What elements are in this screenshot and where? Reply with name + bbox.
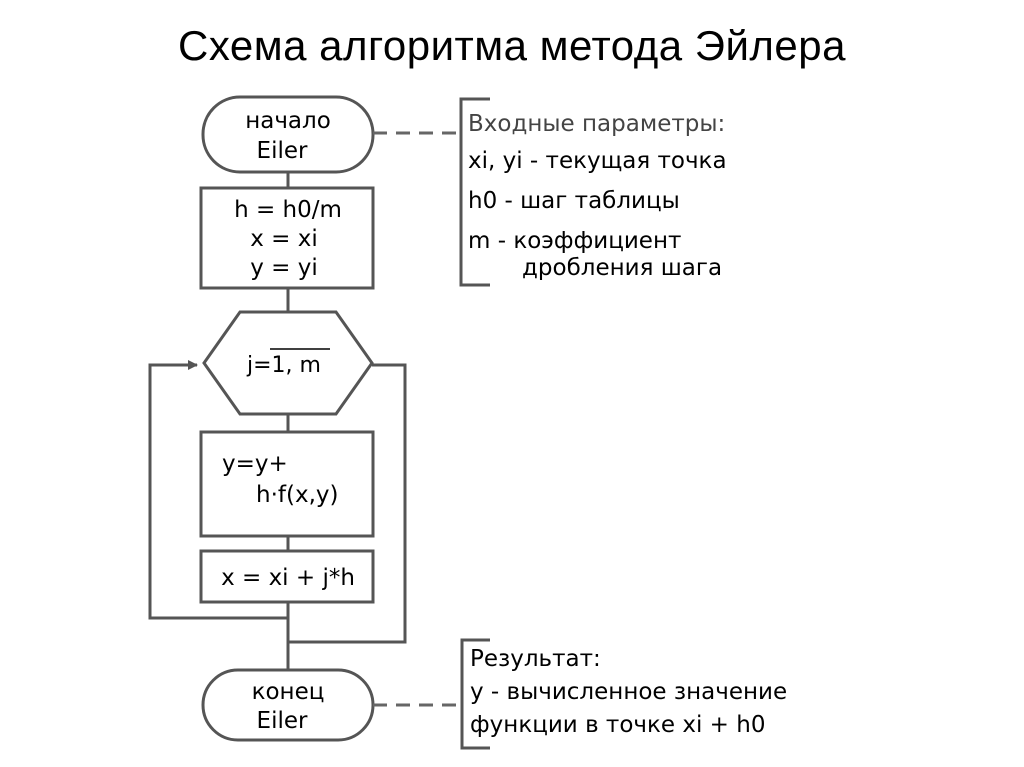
result-comment-bracket — [460, 638, 490, 750]
x-update-block: x = xi + j*h — [199, 549, 375, 604]
loop-exit-line — [288, 363, 407, 644]
input-comment-line-2: xi, yi - текущая точка — [468, 148, 727, 174]
start-terminator: начало Eiler — [201, 95, 375, 174]
input-comment-bracket — [459, 97, 490, 287]
init-line-1: h = h0/m — [234, 197, 342, 223]
end-name: Eiler — [257, 708, 308, 734]
init-line-2: x = xi — [250, 226, 318, 252]
result-comment-title: Результат: — [470, 646, 601, 672]
result-comment: Результат: y - вычисленное значение функ… — [373, 638, 787, 750]
loop-back-line — [148, 360, 288, 620]
input-comment-title: Входные параметры: — [468, 111, 725, 137]
slide-title: Схема алгоритма метода Эйлера — [177, 22, 846, 69]
start-label: начало — [245, 108, 331, 134]
start-name: Eiler — [257, 138, 308, 164]
result-comment-line-2: y - вычисленное значение — [470, 679, 787, 705]
init-line-3: y = yi — [250, 255, 318, 281]
calc-line-2: h·f(x,y) — [256, 482, 338, 508]
loop-hexagon: j=1, m — [202, 310, 374, 416]
init-process-block: h = h0/m x = xi y = yi — [199, 186, 375, 290]
calc-line-1: y=y+ — [222, 451, 288, 477]
x-update-text: x = xi + j*h — [221, 565, 355, 591]
input-comment-line-4: m - коэффициент — [468, 228, 681, 254]
calc-process-block: y=y+ h·f(x,y) — [199, 430, 375, 538]
input-comment-line-3: h0 - шаг таблицы — [468, 188, 680, 214]
input-comment-line-5: дробления шага — [522, 255, 722, 281]
input-comment: Входные параметры: xi, yi - текущая точк… — [373, 97, 727, 287]
end-label: конец — [252, 679, 325, 705]
loop-label: j=1, m — [246, 353, 321, 378]
end-terminator: конец Eiler — [201, 668, 375, 742]
result-comment-line-3: функции в точке xi + h0 — [470, 712, 765, 738]
